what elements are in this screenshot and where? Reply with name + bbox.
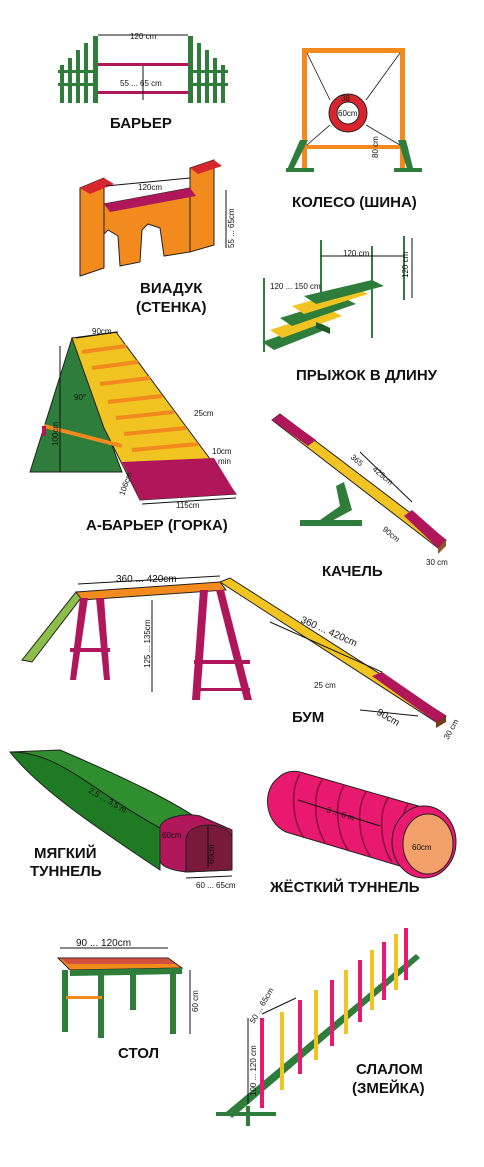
- a-frame-base-dim: 115cm: [176, 501, 200, 510]
- soft-tunnel-illustration: [8, 749, 233, 879]
- wheel-label: КОЛЕСО (ШИНА): [292, 194, 417, 211]
- soft-tunnel-entry-dim: 60cm: [162, 831, 182, 840]
- slalom-height-dim: 100 ... 120 cm: [249, 1045, 258, 1096]
- dog-walk-label: БУМ: [292, 709, 324, 726]
- a-frame-angle-dim: 90°: [74, 393, 86, 402]
- a-frame-label: А-БАРЬЕР (ГОРКА): [86, 517, 228, 534]
- a-frame-illustration: [29, 331, 237, 505]
- viaduct-height-dim: 55 ... 65cm: [227, 208, 236, 248]
- slalom-label: СЛАЛОМ: [356, 1061, 423, 1078]
- slalom-illustration: [216, 928, 420, 1126]
- table-illustration: [56, 947, 191, 1038]
- a-frame-contact-min: min: [218, 457, 231, 466]
- barrier-label: БАРЬЕР: [110, 115, 172, 132]
- a-frame-height-dim: 100cm: [51, 422, 60, 446]
- long-jump-label: ПРЫЖОК В ДЛИНУ: [296, 367, 438, 384]
- seesaw-zone-dim: 90cm: [381, 525, 402, 545]
- barrier-illustration: [58, 34, 228, 103]
- viaduct-illustration: [79, 159, 227, 277]
- a-frame-top-dim: 90cm: [92, 327, 112, 336]
- seesaw-length2-dim: 425cm: [371, 465, 395, 488]
- table-label: СТОЛ: [118, 1045, 159, 1062]
- dog-walk-slat-dim: 25 cm: [314, 681, 336, 690]
- a-frame-contact-dim: 10cm: [212, 447, 232, 456]
- viaduct-width-dim: 120cm: [138, 183, 162, 192]
- dog-walk-zone-dim: 90cm: [375, 707, 402, 729]
- viaduct-label: ВИАДУК: [140, 280, 203, 297]
- dog-walk-illustration: [21, 575, 447, 728]
- soft-tunnel-label: МЯГКИЙ: [34, 844, 97, 862]
- wheel-outer-dim: 38: [341, 94, 350, 103]
- rigid-tunnel-label: ЖЁСТКИЙ ТУННЕЛЬ: [269, 878, 420, 896]
- wheel-inner-dim: 60cm: [338, 109, 358, 118]
- long-jump-length-dim: 120 ... 150 cm: [270, 282, 321, 291]
- wheel-illustration: [286, 48, 422, 172]
- seesaw-width-dim: 30 cm: [426, 558, 448, 567]
- viaduct-label-2: (СТЕНКА): [136, 299, 206, 316]
- barrier-width-dim: 120 cm: [130, 32, 157, 41]
- dog-walk-height-dim: 125 ... 135cm: [143, 619, 152, 668]
- seesaw-illustration: [271, 413, 447, 554]
- long-jump-width-dim: 120 cm: [343, 249, 370, 258]
- soft-tunnel-height-dim: 60cm: [207, 844, 216, 864]
- wheel-height-dim: 80 cm: [371, 136, 380, 158]
- rigid-tunnel-illustration: [267, 770, 457, 879]
- a-frame-slat-dim: 25cm: [194, 409, 214, 418]
- slalom-label-2: (ЗМЕЙКА): [352, 1079, 425, 1097]
- long-jump-height-dim: 120 cm: [401, 251, 410, 278]
- rigid-tunnel-diameter-dim: 60cm: [412, 843, 432, 852]
- seesaw-label: КАЧЕЛЬ: [322, 563, 383, 580]
- dog-walk-top-dim: 360 ... 420cm: [116, 574, 177, 585]
- soft-tunnel-width-dim: 60 ... 65cm: [196, 881, 236, 890]
- table-height-dim: 60 cm: [191, 990, 200, 1012]
- barrier-height-dim: 55 ... 65 cm: [120, 79, 162, 88]
- soft-tunnel-label-2: ТУННЕЛЬ: [30, 863, 102, 880]
- table-width-dim: 90 ... 120cm: [76, 938, 131, 949]
- long-jump-illustration: [262, 236, 413, 352]
